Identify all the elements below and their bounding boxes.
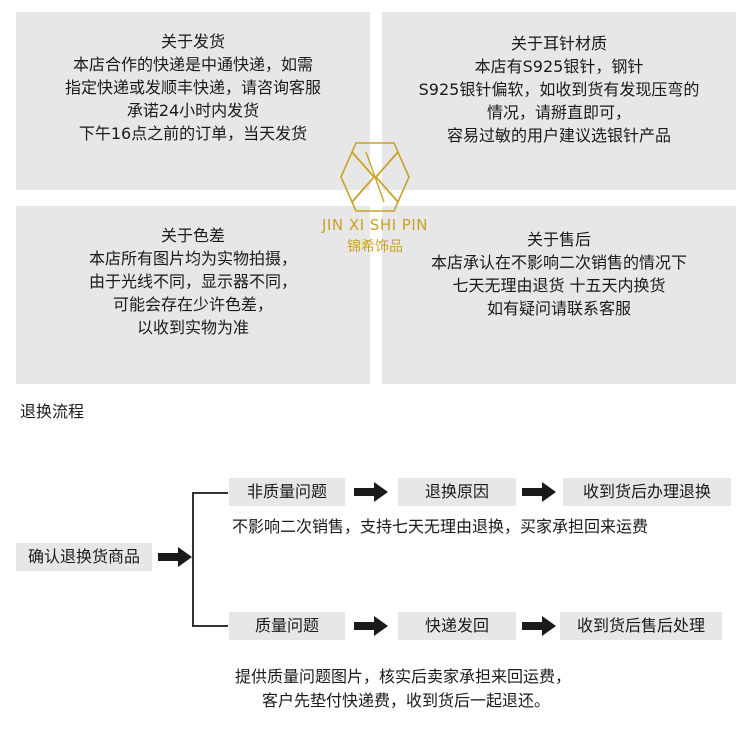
brand-name-en: JIN XI SHI PIN bbox=[322, 216, 428, 234]
flow-bracket-line bbox=[192, 492, 194, 627]
earring-material-line: 本店有S925银针，钢针 bbox=[474, 57, 644, 76]
shipping-line: 本店合作的快递是中通快递，如需 bbox=[72, 55, 313, 74]
right-arrow-icon bbox=[522, 482, 556, 502]
hexagon-x-logo-icon bbox=[340, 142, 410, 212]
non-quality-note: 不影响二次销售，支持七天无理由退换，买家承担回来运费 bbox=[232, 517, 649, 536]
non-quality-issue-box: 非质量问题 bbox=[229, 478, 345, 506]
flow-bracket-top bbox=[192, 492, 228, 494]
shipping-line: 指定快递或发顺丰快递，请咨询客服 bbox=[64, 78, 321, 97]
color-difference-line: 本店所有图片均为实物拍摄， bbox=[88, 249, 297, 268]
shipping-info-panel: 关于发货 本店合作的快递是中通快递，如需 指定快递或发顺丰快递，请咨询客服 承诺… bbox=[16, 12, 370, 190]
color-difference-title: 关于色差 bbox=[160, 226, 225, 245]
process-return-box: 收到货后办理退换 bbox=[563, 478, 731, 506]
color-difference-panel: 关于色差 本店所有图片均为实物拍摄， 由于光线不同，显示器不同， 可能会存在少许… bbox=[16, 206, 370, 384]
after-sales-line: 七天无理由退货 十五天内换货 bbox=[452, 276, 666, 295]
earring-material-line: 容易过敏的用户建议选银针产品 bbox=[446, 126, 671, 145]
return-flow-title: 退换流程 bbox=[20, 402, 85, 421]
right-arrow-icon bbox=[354, 616, 388, 636]
quality-issue-box: 质量问题 bbox=[229, 612, 345, 640]
earring-material-line: 情况，请掰直即可， bbox=[486, 103, 631, 122]
earring-material-title: 关于耳针材质 bbox=[510, 34, 607, 53]
right-arrow-icon bbox=[158, 547, 192, 567]
shipping-line: 承诺24小时内发货 bbox=[126, 101, 260, 120]
quality-note-line: 客户先垫付快递费，收到货后一起退还。 bbox=[262, 691, 551, 710]
brand-logo: JIN XI SHI PIN 锦希饰品 bbox=[300, 140, 450, 260]
shipping-title: 关于发货 bbox=[160, 32, 225, 51]
brand-name-cn: 锦希饰品 bbox=[347, 239, 403, 255]
after-sales-title: 关于售后 bbox=[526, 230, 591, 249]
shipping-line: 下午16点之前的订单，当天发货 bbox=[78, 124, 308, 143]
color-difference-line: 由于光线不同，显示器不同， bbox=[88, 272, 297, 291]
right-arrow-icon bbox=[354, 482, 388, 502]
earring-material-panel: 关于耳针材质 本店有S925银针，钢针 S925银针偏软，如收到货有发现压弯的 … bbox=[382, 12, 736, 190]
after-sales-handling-box: 收到货后售后处理 bbox=[560, 612, 722, 640]
color-difference-line: 可能会存在少许色差， bbox=[112, 295, 273, 314]
flow-bracket-bottom bbox=[192, 625, 228, 627]
start-confirm-box: 确认退换货商品 bbox=[16, 543, 152, 571]
after-sales-line: 本店承认在不影响二次销售的情况下 bbox=[430, 253, 687, 272]
ship-back-box: 快递发回 bbox=[398, 612, 516, 640]
return-reason-box: 退换原因 bbox=[398, 478, 516, 506]
color-difference-line: 以收到实物为准 bbox=[136, 318, 249, 337]
after-sales-line: 如有疑问请联系客服 bbox=[486, 299, 631, 318]
quality-note-line: 提供质量问题图片，核实后卖家承担来回运费， bbox=[235, 667, 572, 686]
earring-material-line: S925银针偏软，如收到货有发现压弯的 bbox=[418, 80, 700, 99]
right-arrow-icon bbox=[522, 616, 556, 636]
after-sales-panel: 关于售后 本店承认在不影响二次销售的情况下 七天无理由退货 十五天内换货 如有疑… bbox=[382, 206, 736, 384]
